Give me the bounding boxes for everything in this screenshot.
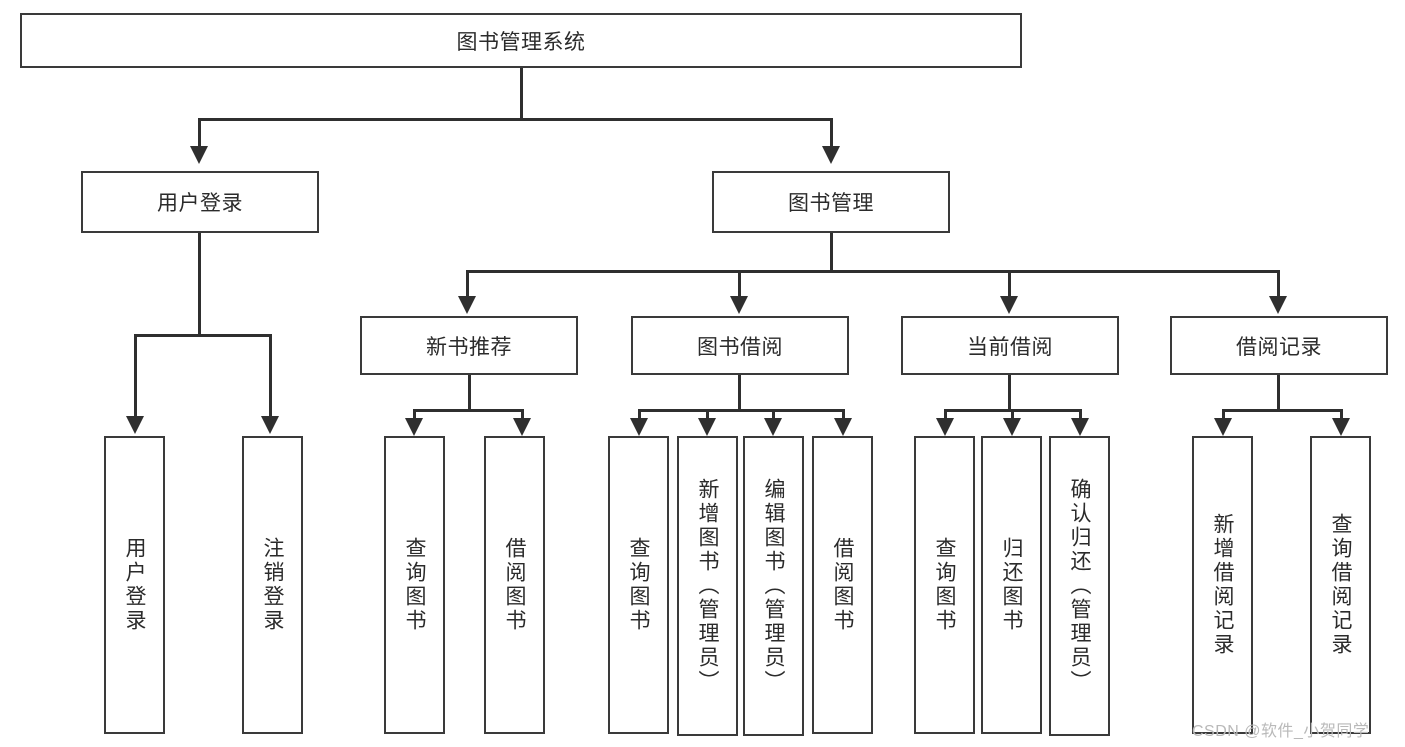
connector-current-borrow-to-leaf-1 [944,409,947,421]
arrowhead-root-to-user-login [190,146,208,164]
leaf-current-borrow-query[interactable]: 查询图书 [914,436,975,734]
connector-user-login-stem [198,233,201,334]
node-label: 归还图书 [1000,537,1023,633]
node-book-management[interactable]: 图书管理 [712,171,950,233]
connector-new-book-bar [413,409,523,412]
node-user-login[interactable]: 用户登录 [81,171,319,233]
node-label: 查询图书 [403,537,426,633]
leaf-book-borrow-query[interactable]: 查询图书 [608,436,669,734]
arrowhead-current-borrow-leaf-3 [1071,418,1089,436]
connector-book-borrow-to-leaf-1 [638,409,641,421]
arrowhead-book-borrow-leaf-2 [698,418,716,436]
arrowhead-book-borrow-leaf-1 [630,418,648,436]
leaf-user-login-login[interactable]: 用户登录 [104,436,165,734]
connector-current-borrow-to-leaf-2 [1011,409,1014,421]
connector-borrow-record-to-leaf-1 [1222,409,1225,421]
leaf-book-borrow-add-admin[interactable]: 新增图书（管理员） [677,436,738,736]
arrowhead-current-borrow-leaf-1 [936,418,954,436]
connector-book-borrow-to-leaf-4 [842,409,845,421]
csdn-watermark: CSDN @软件_小贺同学 [1192,723,1370,740]
connector-book-manage-to-borrow-record [1277,270,1280,298]
connector-book-manage-to-new-book [466,270,469,298]
node-label: 图书管理系统 [456,30,586,54]
arrowhead-book-manage-new-book [458,296,476,314]
connector-book-borrow-stem [738,375,741,409]
connector-root-to-user-login [198,118,201,148]
arrowhead-borrow-record-leaf-1 [1214,418,1232,436]
node-label: 借阅记录 [1236,335,1322,359]
connector-book-borrow-to-leaf-3 [772,409,775,421]
leaf-new-book-query[interactable]: 查询图书 [384,436,445,734]
node-label: 当前借阅 [967,335,1053,359]
connector-book-manage-bar [466,270,1280,273]
node-label: 新增借阅记录 [1211,513,1234,657]
node-label: 用户登录 [123,537,146,633]
node-label: 查询借阅记录 [1329,513,1352,657]
node-label: 注销登录 [261,537,284,633]
node-label: 编辑图书（管理员） [762,478,785,694]
connector-current-borrow-stem [1008,375,1011,409]
arrowhead-borrow-record-leaf-2 [1332,418,1350,436]
arrowhead-user-login-leaf-2 [261,416,279,434]
leaf-current-borrow-return[interactable]: 归还图书 [981,436,1042,734]
arrowhead-new-book-leaf-2 [513,418,531,436]
connector-user-login-bar [134,334,271,337]
arrowhead-book-manage-book-borrow [730,296,748,314]
node-label: 借阅图书 [831,537,854,633]
connector-book-manage-stem [830,233,833,270]
leaf-current-borrow-confirm-admin[interactable]: 确认归还（管理员） [1049,436,1110,736]
connector-new-book-to-leaf-1 [413,409,416,421]
connector-root-bar [198,118,832,121]
node-label: 图书借阅 [697,335,783,359]
node-label: 查询图书 [933,537,956,633]
leaf-user-login-logout[interactable]: 注销登录 [242,436,303,734]
node-book-borrow[interactable]: 图书借阅 [631,316,849,375]
arrowhead-new-book-leaf-1 [405,418,423,436]
connector-user-login-to-leaf-2 [269,334,272,419]
arrowhead-book-borrow-leaf-4 [834,418,852,436]
node-borrow-record[interactable]: 借阅记录 [1170,316,1388,375]
leaf-borrow-record-add[interactable]: 新增借阅记录 [1192,436,1253,734]
connector-book-borrow-bar [638,409,844,412]
leaf-book-borrow-borrow[interactable]: 借阅图书 [812,436,873,734]
connector-new-book-to-leaf-2 [521,409,524,421]
node-label: 借阅图书 [503,537,526,633]
connector-borrow-record-stem [1277,375,1280,409]
arrowhead-book-manage-borrow-record [1269,296,1287,314]
connector-user-login-to-leaf-1 [134,334,137,419]
connector-borrow-record-to-leaf-2 [1340,409,1343,421]
connector-borrow-record-bar [1222,409,1342,412]
connector-root-to-book-manage [830,118,833,148]
node-root-system[interactable]: 图书管理系统 [20,13,1022,68]
connector-new-book-stem [468,375,471,409]
node-label: 新书推荐 [426,335,512,359]
node-current-borrow[interactable]: 当前借阅 [901,316,1119,375]
connector-book-borrow-to-leaf-2 [706,409,709,421]
connector-root-stem [520,68,523,118]
node-label: 确认归还（管理员） [1068,478,1091,694]
connector-current-borrow-to-leaf-3 [1079,409,1082,421]
arrowhead-book-manage-current-borrow [1000,296,1018,314]
leaf-new-book-borrow[interactable]: 借阅图书 [484,436,545,734]
leaf-book-borrow-edit-admin[interactable]: 编辑图书（管理员） [743,436,804,736]
node-label: 用户登录 [157,192,243,215]
arrowhead-user-login-leaf-1 [126,416,144,434]
connector-book-manage-to-book-borrow [738,270,741,298]
leaf-borrow-record-query[interactable]: 查询借阅记录 [1310,436,1371,734]
arrowhead-current-borrow-leaf-2 [1003,418,1021,436]
connector-book-manage-to-current-borrow [1008,270,1011,298]
node-label: 图书管理 [788,192,874,215]
arrowhead-root-to-book-manage [822,146,840,164]
node-label: 新增图书（管理员） [696,478,719,694]
node-new-book-recommend[interactable]: 新书推荐 [360,316,578,375]
node-label: 查询图书 [627,537,650,633]
arrowhead-book-borrow-leaf-3 [764,418,782,436]
